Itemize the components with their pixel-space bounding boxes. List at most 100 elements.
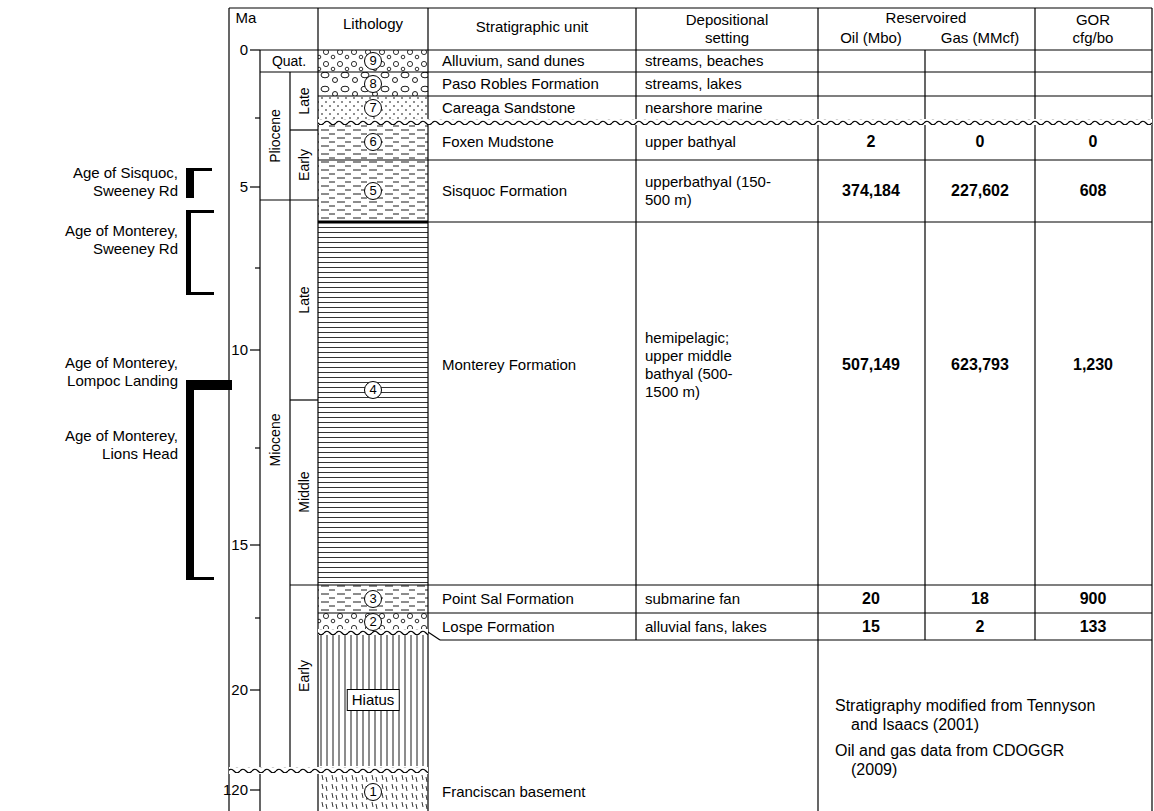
age-tick [255, 447, 260, 448]
hiatus-label: Hiatus [347, 689, 400, 711]
age-tick [255, 617, 260, 618]
table-value: 0 [1089, 132, 1098, 151]
grid-line [318, 612, 1152, 613]
table-value: 900 [1080, 589, 1107, 608]
callout-number: 1 [364, 783, 382, 801]
setting-text: nearshore marine [645, 99, 763, 117]
grid-line [259, 50, 260, 811]
age-range-bar [186, 380, 194, 580]
table-value: 2 [976, 617, 985, 636]
setting-text: upper bathyal [645, 133, 736, 151]
unit-name: Alluvium, sand dunes [442, 52, 585, 70]
table-grid [229, 8, 1152, 811]
table-value: 507,149 [842, 355, 900, 374]
table-value: 608 [1080, 181, 1107, 200]
lithology-fill [318, 96, 428, 120]
unconformity-wave [318, 119, 1152, 125]
table-value: 15 [862, 617, 880, 636]
callout-number: 8 [364, 75, 382, 93]
unit-name: Franciscan basement [442, 783, 585, 801]
period-name: Miocene [267, 414, 284, 467]
grid-line [289, 72, 290, 768]
age-range-bar [186, 210, 191, 295]
age-tick [250, 349, 260, 350]
table-value: 133 [1080, 617, 1107, 636]
epoch-name: Early [296, 149, 313, 181]
setting-text: submarine fan [645, 590, 740, 608]
lithology-fill [318, 222, 428, 585]
grid-line [290, 129, 318, 130]
age-tick [250, 689, 260, 690]
unit-name: Sisquoc Formation [442, 182, 567, 200]
setting-text: upperbathyal (150-500 m) [645, 173, 775, 209]
grid-line [260, 199, 318, 200]
lithology-fill [318, 613, 428, 630]
age-range-label: Age of Sisquoc, Sweeney Rd [38, 164, 178, 200]
lithology-fill [318, 585, 428, 613]
callout-number: 4 [364, 381, 382, 399]
column-header: Reservoired [886, 9, 967, 27]
age-tick-label: 10 [231, 341, 248, 359]
unconformity [229, 119, 1152, 774]
age-tick-label: 15 [231, 536, 248, 554]
epoch-name: Quat. [272, 53, 306, 70]
unit-name: Point Sal Formation [442, 590, 574, 608]
grid-line [428, 221, 1152, 222]
unconformity-wave [318, 119, 1152, 125]
grid-line [290, 584, 1152, 585]
lithology-fill [318, 774, 428, 811]
epoch-name: Middle [296, 471, 313, 512]
source-note: Stratigraphy modified from Tennyson and … [835, 696, 1101, 734]
grid-line [229, 7, 1152, 8]
column-header: Stratigraphic unit [476, 18, 589, 36]
age-tick [255, 267, 260, 268]
setting-text: streams, lakes [645, 75, 742, 93]
column-header: Gas (MMcf) [941, 29, 1019, 47]
age-range-bar [186, 168, 194, 198]
unconformity-wave [229, 767, 428, 774]
table-value: 1,230 [1073, 355, 1113, 374]
callout-number: 2 [364, 613, 382, 631]
age-tick [250, 49, 260, 50]
unit-name: Monterey Formation [442, 356, 576, 374]
grid-line [318, 159, 1152, 160]
callout-number: 5 [364, 182, 382, 200]
grid-line [1034, 8, 1035, 640]
age-tick [250, 186, 260, 187]
lithology-fill [318, 50, 428, 811]
callout-number: 3 [364, 590, 382, 608]
table-value: 2 [867, 132, 876, 151]
epoch-name: Late [296, 87, 313, 114]
age-tick-label: 0 [240, 41, 248, 59]
unit-name: Paso Robles Formation [442, 75, 599, 93]
unit-name: Lospe Formation [442, 618, 555, 636]
column-header: GOR cfg/bo [1063, 11, 1123, 47]
grid-line [817, 8, 818, 811]
grid-line [440, 639, 1152, 640]
callout-number: 9 [364, 52, 382, 70]
unit-name: Foxen Mudstone [442, 133, 554, 151]
epoch-name: Late [296, 286, 313, 313]
age-tick [250, 789, 260, 790]
age-range-bar [186, 577, 214, 580]
source-note: Oil and gas data from CDOGGR (2009) [835, 741, 1101, 779]
lithology-fill [318, 72, 428, 96]
table-value: 374,184 [842, 181, 900, 200]
grid-line [290, 399, 318, 400]
age-tick-label: 120 [223, 781, 248, 799]
setting-text: hemipelagic; upper middle bathyal (500-1… [645, 329, 751, 401]
grid-line [427, 8, 428, 811]
lithology-fill [318, 50, 428, 72]
grid-line [635, 8, 636, 640]
setting-text: alluvial fans, lakes [645, 618, 767, 636]
table-value: 227,602 [951, 181, 1009, 200]
unconformity-wave [229, 767, 428, 773]
column-header: Lithology [343, 15, 403, 33]
age-range-label: Age of Monterey, Lions Head [38, 427, 178, 463]
column-header: Oil (Mbo) [840, 29, 902, 47]
period-name: Pliocene [267, 109, 284, 163]
grid-line [317, 8, 318, 811]
grid-line [260, 71, 1152, 72]
